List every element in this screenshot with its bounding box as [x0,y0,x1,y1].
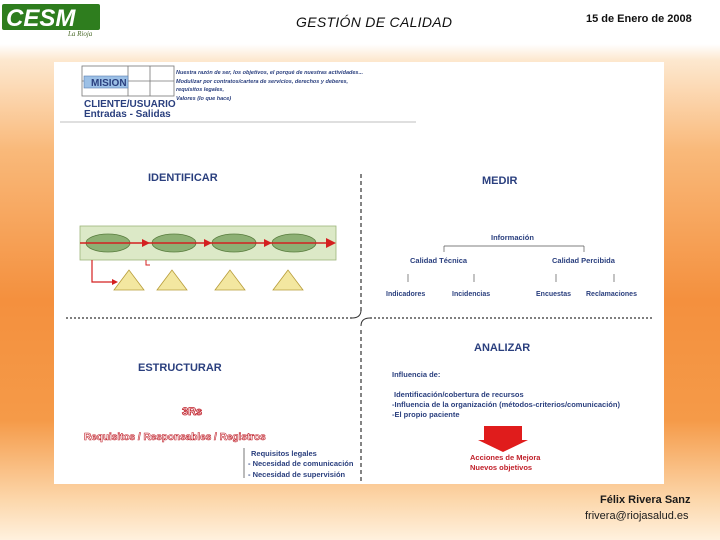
cliente-flows: Entradas - Salidas [84,109,171,120]
logo-subtitle: La Rioja [68,30,93,38]
down-arrow-icon [478,426,528,452]
influencia-label: Influencia de: [392,370,440,379]
rs-line: Requisitos / Responsables / Registros [84,432,266,443]
slide-image: MISION Nuestra razón de ser, los objetiv… [54,62,664,484]
influencia-item-1: Identificación/cobertura de recursos [394,390,524,399]
calidad-percibida-label: Calidad Percibida [552,256,616,265]
requisito-legal: Requisitos legales [251,449,317,458]
informacion-label: Información [491,233,534,242]
cliente-label: CLIENTE/USUARIO [84,99,176,110]
medir-label: MEDIR [482,175,518,187]
header: CESM La Rioja GESTIÓN DE CALIDAD 15 de E… [0,0,720,44]
analizar-label: ANALIZAR [474,342,530,354]
page-title: GESTIÓN DE CALIDAD [296,14,453,30]
author-name: Félix Rivera Sanz [600,494,691,506]
influencia-item-3: -El propio paciente [392,410,460,419]
three-rs-label: 3Rs [182,406,202,418]
estructurar-label: ESTRUCTURAR [138,362,222,374]
axis-center [351,309,371,327]
mision-desc-1: Nuestra razón de ser, los objetivos, el … [176,70,364,76]
logo-text: CESM [6,5,76,32]
mision-desc-3: requisitos legales, [176,87,224,93]
nuevos-objetivos: Nuevos objetivos [470,463,532,472]
encuestas-label: Encuestas [536,291,571,298]
cesm-logo-graphic: CESM [2,4,100,32]
medir-tree-lines [407,245,615,282]
mision-label: MISION [91,78,127,89]
author-email[interactable]: frivera@riojasalud.es [585,510,689,522]
mision-desc-4: Valores (lo que hace) [176,96,231,102]
cesm-logo: CESM La Rioja [2,2,102,42]
header-date: 15 de Enero de 2008 [586,13,692,25]
calidad-tecnica-label: Calidad Técnica [410,256,468,265]
incidencias-label: Incidencias [452,291,490,298]
acciones-mejora: Acciones de Mejora [470,453,541,462]
mision-grid [81,65,175,97]
requisito-supervision: - Necesidad de supervisión [248,470,346,479]
identificar-label: IDENTIFICAR [148,172,218,184]
influencia-item-2: -Influencia de la organización (métodos-… [392,400,620,409]
mision-desc-2: Modulizar por contratos/cartera de servi… [176,79,349,85]
requisito-comunicacion: - Necesidad de comunicación [248,459,354,468]
indicadores-label: Indicadores [386,291,425,298]
reclamaciones-label: Reclamaciones [586,291,637,298]
quality-diagram: MISION Nuestra razón de ser, los objetiv… [60,65,654,484]
process-band [79,225,337,291]
